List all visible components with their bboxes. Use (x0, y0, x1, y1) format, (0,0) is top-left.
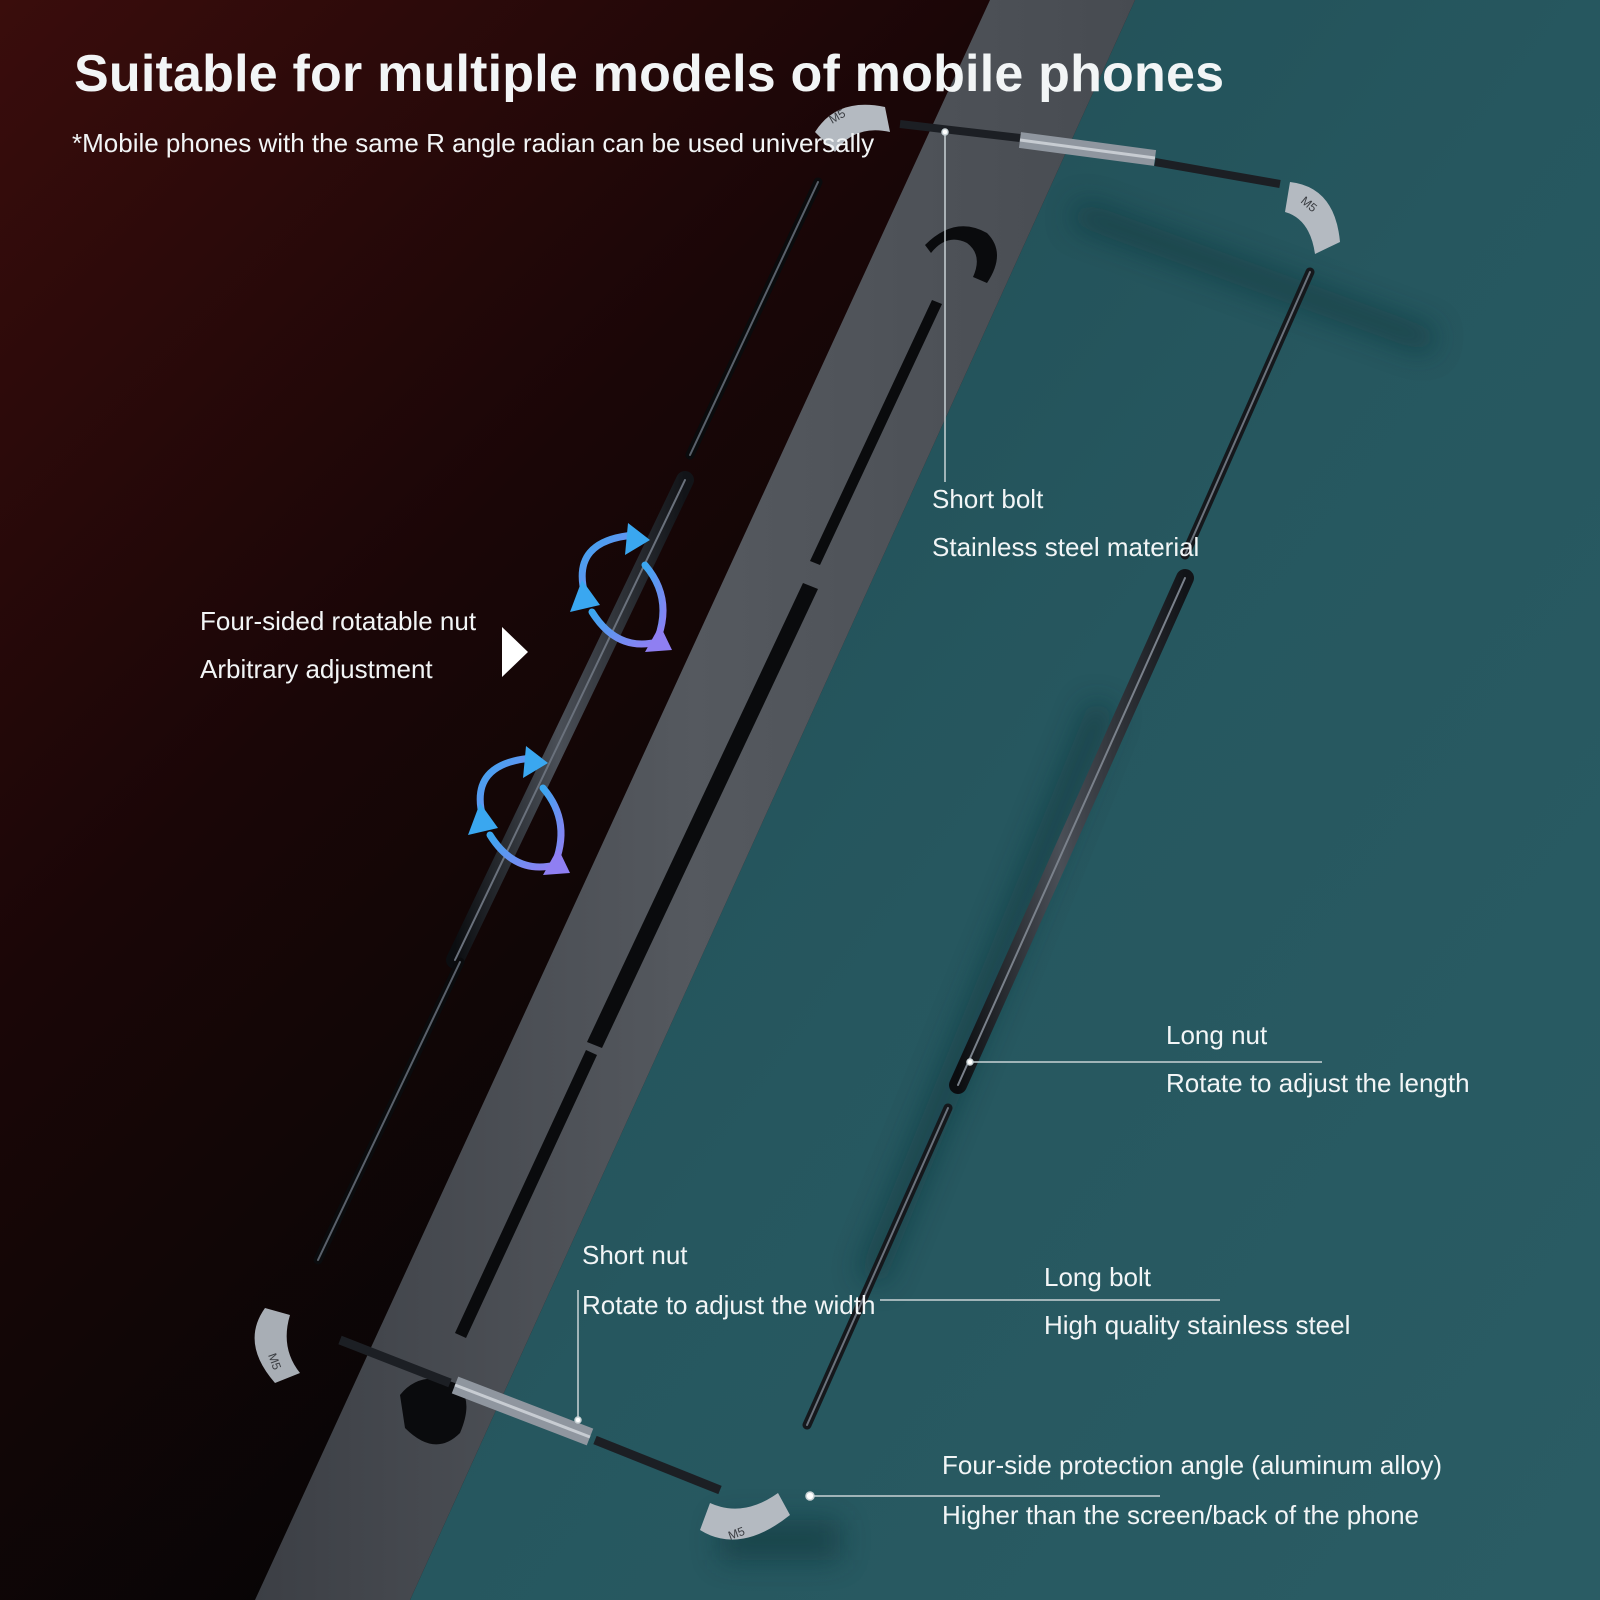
short-bolt-title: Short bolt (932, 486, 1043, 512)
long-nut-detail: Rotate to adjust the length (1166, 1070, 1470, 1096)
long-bolt-title: Long bolt (1044, 1264, 1151, 1290)
short-bolt-detail: Stainless steel material (932, 534, 1199, 560)
rotatable-nut-detail: Arbitrary adjustment (200, 656, 433, 682)
short-nut-detail: Rotate to adjust the width (582, 1292, 875, 1318)
page-subtitle: *Mobile phones with the same R angle rad… (72, 128, 874, 159)
rotatable-nut-title: Four-sided rotatable nut (200, 608, 476, 634)
short-nut-title: Short nut (582, 1242, 688, 1268)
long-nut-title: Long nut (1166, 1022, 1267, 1048)
page-title: Suitable for multiple models of mobile p… (74, 44, 1224, 104)
protection-angle-detail: Higher than the screen/back of the phone (942, 1502, 1419, 1528)
protection-angle-title: Four-side protection angle (aluminum all… (942, 1452, 1442, 1478)
long-bolt-detail: High quality stainless steel (1044, 1312, 1350, 1338)
